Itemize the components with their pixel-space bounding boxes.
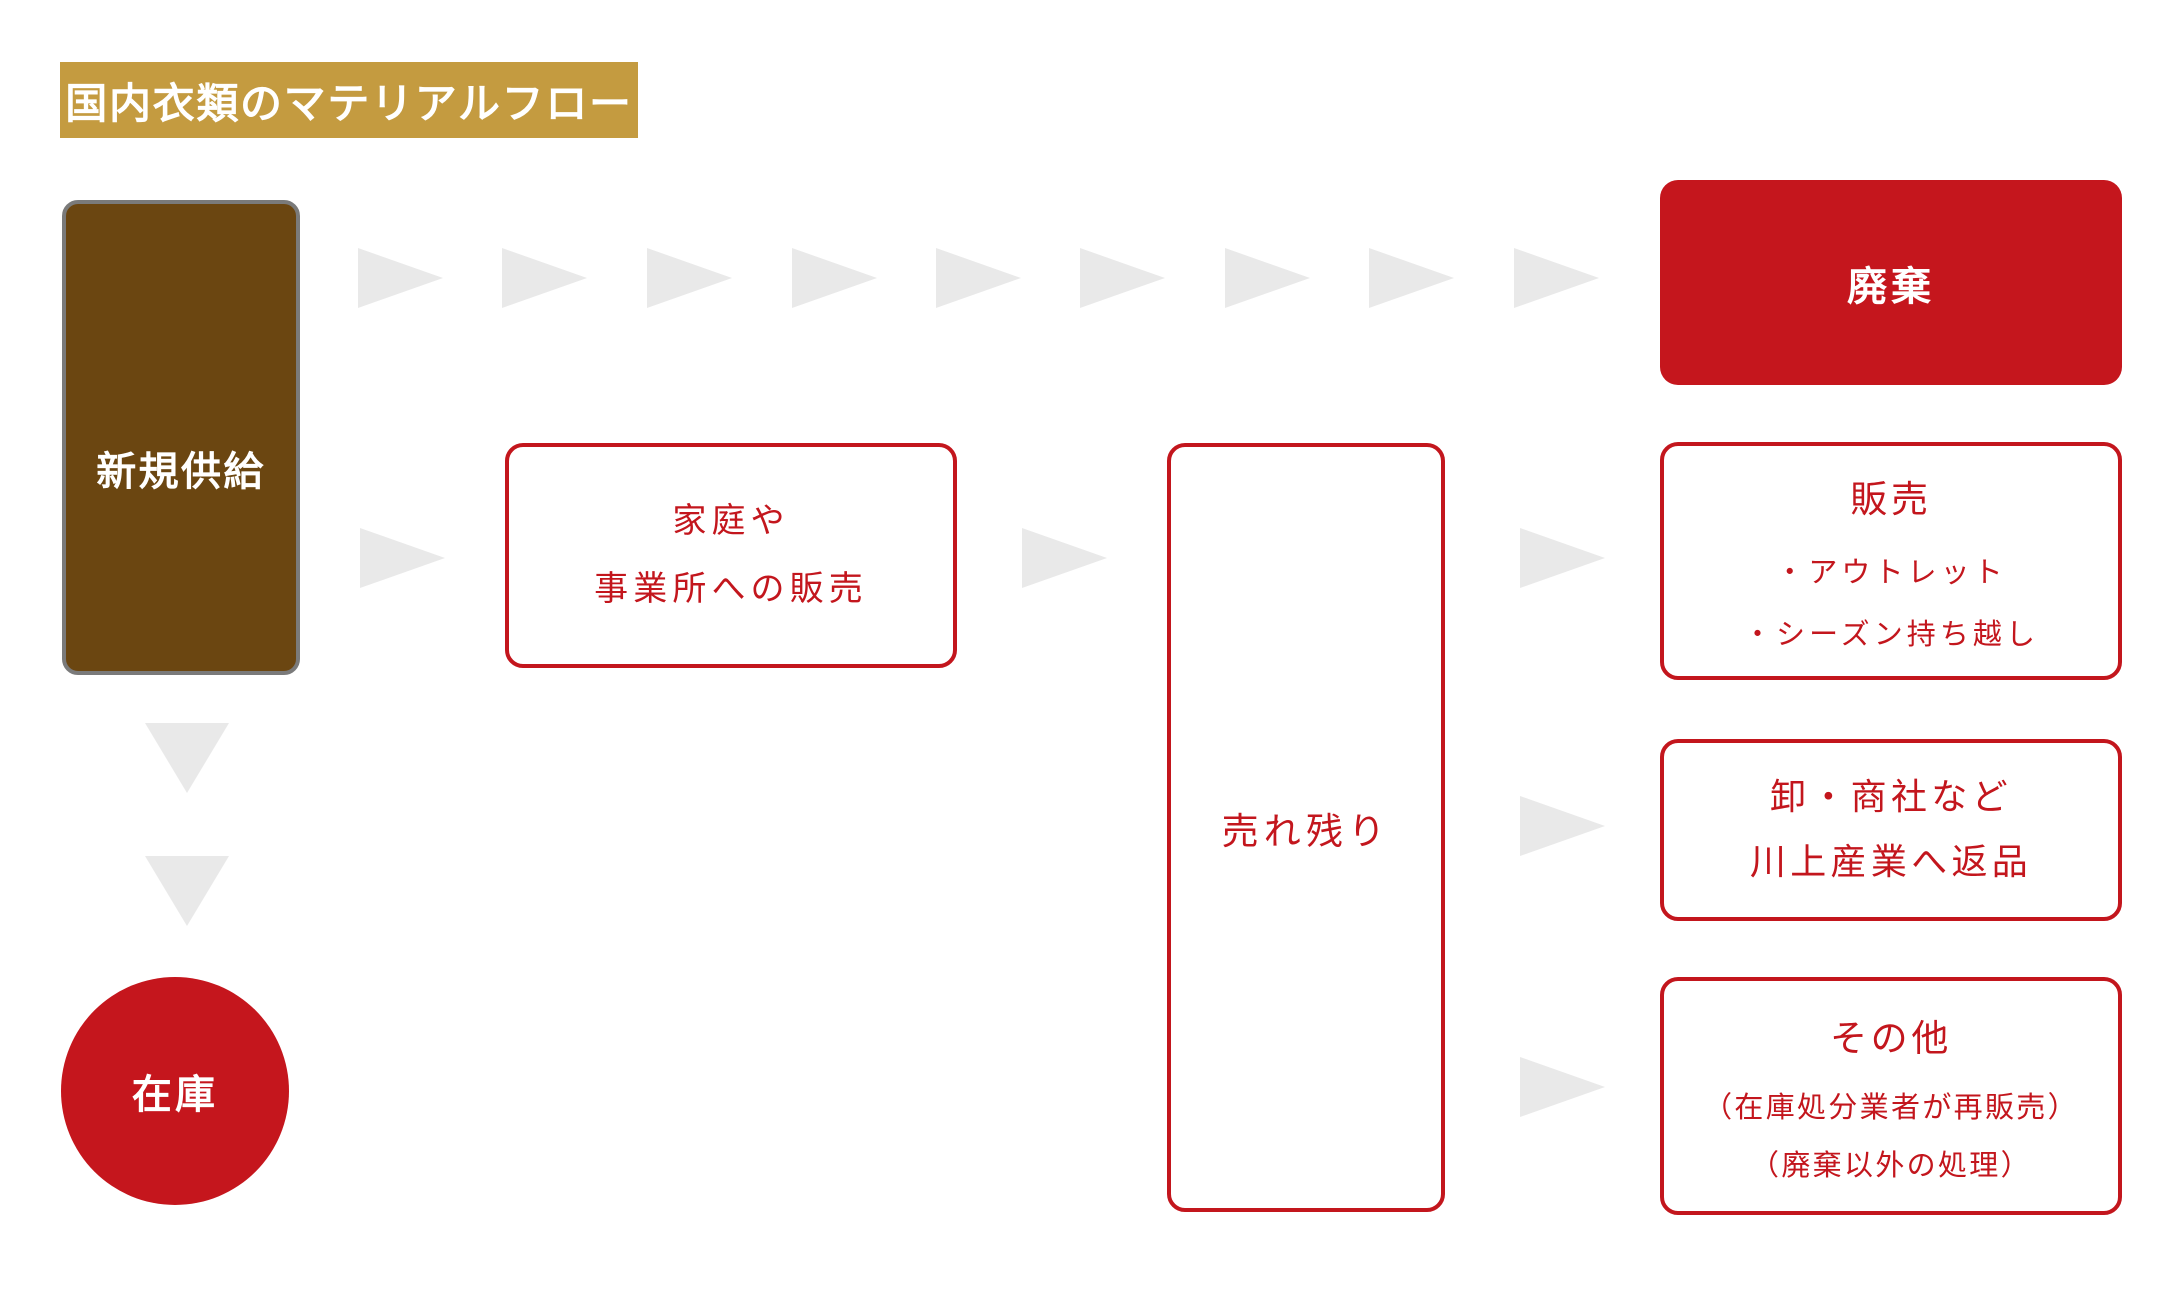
right-arrow-icon [1520, 796, 1605, 856]
node-household-sales: 家庭や 事業所への販売 [505, 443, 957, 668]
down-arrow-icon [145, 856, 229, 926]
right-arrow-icon [502, 248, 587, 308]
page-title: 国内衣類のマテリアルフロー [60, 62, 638, 138]
node-unsold: 売れ残り [1167, 443, 1445, 1212]
down-arrow-icon [145, 723, 229, 793]
node-other-note-resale: （在庫処分業者が再販売） [1703, 1092, 2079, 1124]
node-household-sales-line1: 家庭や [672, 502, 790, 540]
node-sales-title: 販売 [1850, 480, 1932, 521]
right-arrow-icon [1369, 248, 1454, 308]
node-inventory-label: 在庫 [131, 1073, 219, 1117]
node-returns-line1: 卸・商社など [1770, 777, 2012, 818]
node-other: その他 （在庫処分業者が再販売） （廃棄以外の処理） [1660, 977, 2122, 1215]
right-arrow-icon [1080, 248, 1165, 308]
node-household-sales-line2: 事業所への販売 [594, 570, 868, 608]
right-arrow-icon [360, 528, 445, 588]
right-arrow-icon [792, 248, 877, 308]
node-new-supply: 新規供給 [62, 200, 300, 675]
node-disposal-label: 廃棄 [1847, 264, 1935, 309]
right-arrow-icon [358, 248, 443, 308]
right-arrow-icon [1022, 528, 1107, 588]
node-inventory: 在庫 [61, 977, 289, 1205]
node-disposal: 廃棄 [1660, 180, 2122, 385]
node-new-supply-label: 新規供給 [96, 449, 266, 494]
node-other-title: その他 [1829, 1019, 1953, 1060]
right-arrow-icon [1225, 248, 1310, 308]
node-sales: 販売 ・アウトレット ・シーズン持ち越し [1660, 442, 2122, 680]
right-arrow-icon [936, 248, 1021, 308]
node-sales-bullet-outlet: ・アウトレット [1775, 557, 2007, 589]
node-other-note-nondisposal: （廃棄以外の処理） [1750, 1150, 2032, 1182]
node-returns: 卸・商社など 川上産業へ返品 [1660, 739, 2122, 921]
right-arrow-icon [1520, 1057, 1605, 1117]
right-arrow-icon [1514, 248, 1599, 308]
node-sales-bullet-carryover: ・シーズン持ち越し [1742, 619, 2040, 651]
node-returns-line2: 川上産業へ返品 [1749, 842, 2033, 882]
right-arrow-icon [1520, 528, 1605, 588]
right-arrow-icon [647, 248, 732, 308]
node-unsold-label: 売れ残り [1221, 811, 1391, 853]
